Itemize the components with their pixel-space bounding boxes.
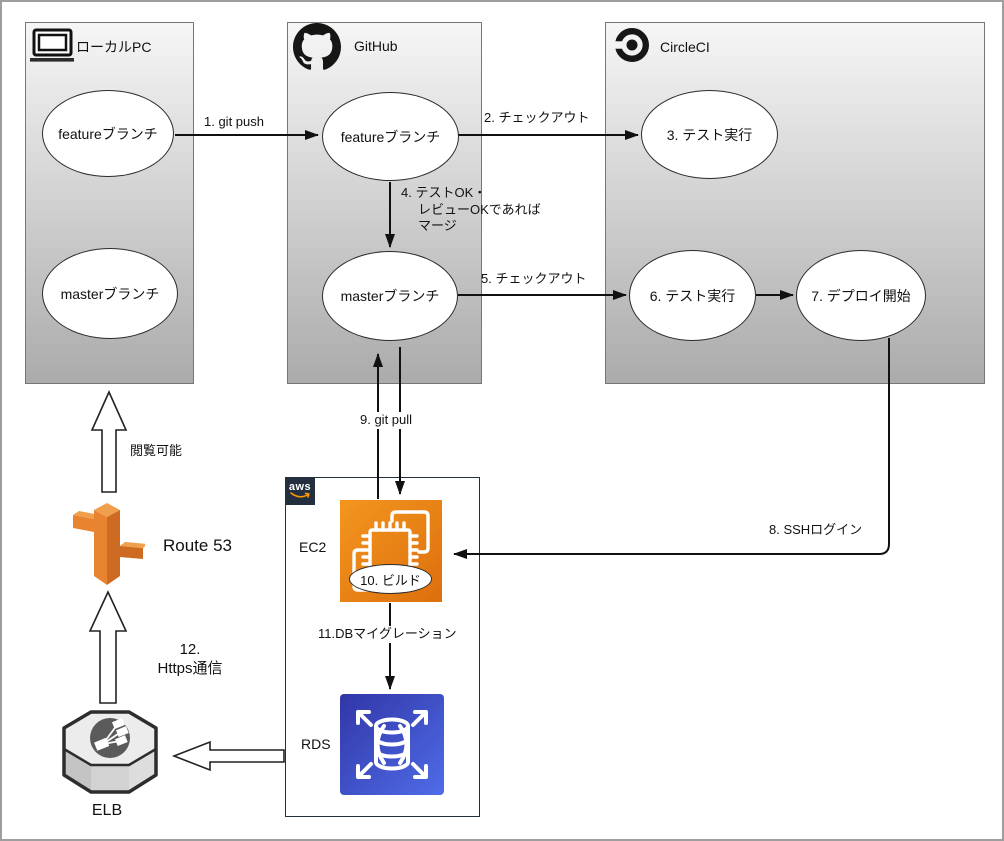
label-git-pull: 9. git pull bbox=[358, 412, 415, 429]
label-git-push: 1. git push bbox=[204, 114, 264, 129]
label-ssh-login: 8. SSHログイン bbox=[769, 522, 863, 537]
node-github-master-branch: masterブランチ bbox=[322, 251, 458, 341]
zone-title-circleci: CircleCI bbox=[660, 39, 710, 55]
rds-label: RDS bbox=[301, 736, 331, 752]
label-db-migration: 11.DBマイグレーション bbox=[316, 626, 459, 643]
zone-title-github: GitHub bbox=[354, 38, 398, 54]
node-github-feature-branch: featureブランチ bbox=[322, 92, 459, 181]
laptop-icon bbox=[30, 28, 74, 62]
aws-logo-text: aws bbox=[288, 481, 312, 493]
node-test-run-2: 6. テスト実行 bbox=[629, 250, 756, 341]
ec2-label: EC2 bbox=[299, 539, 327, 555]
node-local-master-branch: masterブランチ bbox=[42, 248, 178, 339]
node-deploy-start: 7. デプロイ開始 bbox=[796, 250, 926, 341]
circleci-icon bbox=[615, 28, 649, 62]
label-merge-condition: 4. テストOK・ レビューOKであれば マージ bbox=[401, 185, 541, 234]
label-checkout-master: 5. チェックアウト bbox=[481, 271, 587, 286]
hollow-arrow-viewable bbox=[90, 390, 128, 493]
hollow-arrow-aws-to-elb bbox=[171, 740, 285, 772]
label-https: 12. Https通信 bbox=[157, 641, 223, 678]
node-test-run-1: 3. テスト実行 bbox=[641, 90, 778, 179]
node-local-feature-branch: featureブランチ bbox=[42, 90, 174, 177]
elb-label: ELB bbox=[91, 802, 123, 819]
elb-icon bbox=[62, 710, 158, 794]
route53-icon bbox=[73, 503, 145, 585]
label-viewable: 閲覧可能 bbox=[130, 443, 183, 458]
rds-icon bbox=[340, 694, 444, 795]
github-icon bbox=[293, 23, 341, 70]
aws-logo: aws bbox=[285, 477, 315, 505]
node-build: 10. ビルド bbox=[349, 564, 432, 594]
route53-label: Route 53 bbox=[163, 536, 232, 555]
hollow-arrow-https bbox=[88, 590, 128, 704]
aws-smile-icon bbox=[290, 492, 310, 498]
zone-title-local-pc: ローカルPC bbox=[76, 39, 152, 55]
label-checkout-feature: 2. チェックアウト bbox=[484, 110, 590, 125]
